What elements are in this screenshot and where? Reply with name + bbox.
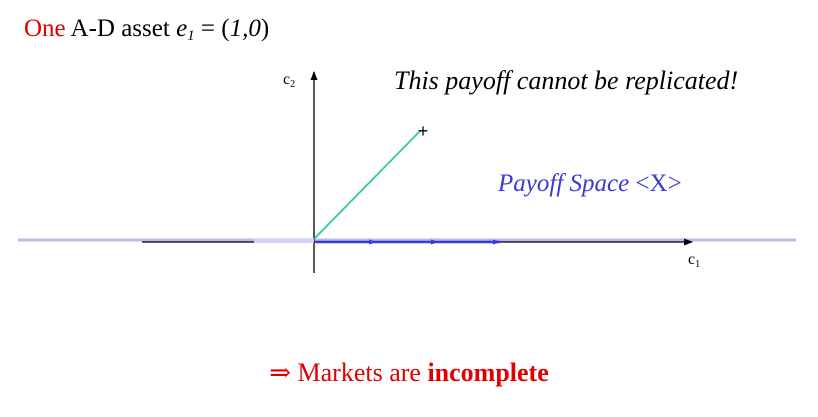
title-sub: 1 bbox=[187, 28, 195, 44]
payoff-vector bbox=[313, 130, 421, 240]
incomplete-word: incomplete bbox=[427, 358, 549, 387]
payoff-point-marker: + bbox=[418, 121, 429, 141]
c2-axis-label: c2 bbox=[283, 71, 296, 90]
replication-note: This payoff cannot be replicated! bbox=[394, 66, 739, 95]
title-vec: 1,0 bbox=[229, 15, 261, 42]
payoff-space-label: Payoff Space <X> bbox=[498, 170, 682, 197]
title-var: e bbox=[176, 15, 188, 42]
title-close: ) bbox=[260, 15, 270, 42]
conclusion-text: ⇒ Markets are incomplete bbox=[269, 358, 549, 387]
slide-title: One A-D asset e1 = (1,0) bbox=[24, 15, 270, 44]
title-eq: = ( bbox=[194, 15, 230, 42]
title-one: One bbox=[24, 15, 66, 42]
title-rest: A-D asset bbox=[65, 15, 177, 42]
implies-arrow: ⇒ bbox=[269, 358, 292, 387]
c1-axis-label: c1 bbox=[688, 251, 701, 270]
